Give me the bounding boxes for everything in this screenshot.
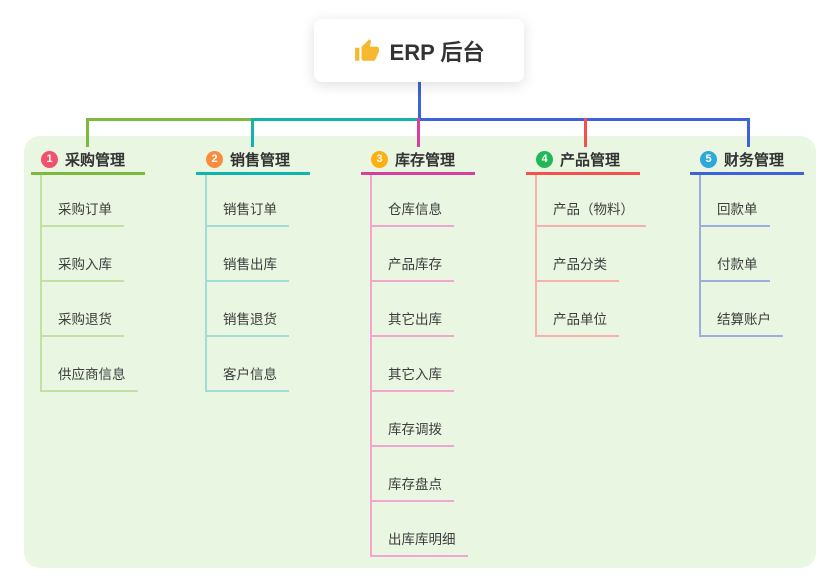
connector-rail-purchase <box>87 118 253 121</box>
branch-header-finance[interactable]: 5 财务管理 <box>690 146 804 175</box>
branch-sales: 2 销售管理 销售订单 销售出库 销售退货 客户信息 <box>196 146 310 392</box>
branch-badge: 5 <box>700 150 717 168</box>
branch-title: 销售管理 <box>230 151 291 169</box>
connector-drop-product <box>584 118 587 147</box>
branch-header-inventory[interactable]: 3 库存管理 <box>361 146 475 175</box>
branch-title: 产品管理 <box>560 151 621 169</box>
child-item[interactable]: 销售出库 <box>207 227 289 282</box>
child-item[interactable]: 其它入库 <box>372 337 454 392</box>
child-item[interactable]: 供应商信息 <box>42 337 138 392</box>
child-item[interactable]: 结算账户 <box>701 282 783 337</box>
connector-drop-inventory <box>417 118 420 147</box>
branch-header-purchase[interactable]: 1 采购管理 <box>31 146 145 175</box>
branch-header-product[interactable]: 4 产品管理 <box>526 146 640 175</box>
branch-inventory: 3 库存管理 仓库信息 产品库存 其它出库 其它入库 库存调拨 库存盘点 出库库… <box>361 146 475 557</box>
branch-title: 库存管理 <box>395 151 456 169</box>
branch-finance: 5 财务管理 回款单 付款单 结算账户 <box>690 146 804 337</box>
branch-badge: 2 <box>206 150 223 168</box>
branch-title: 采购管理 <box>65 151 126 169</box>
branch-children: 采购订单 采购入库 采购退货 供应商信息 <box>40 175 138 392</box>
branch-children: 仓库信息 产品库存 其它出库 其它入库 库存调拨 库存盘点 出库库明细 <box>370 175 468 557</box>
connector-trunk <box>418 82 421 121</box>
child-item[interactable]: 其它出库 <box>372 282 454 337</box>
branch-purchase: 1 采购管理 采购订单 采购入库 采购退货 供应商信息 <box>31 146 145 392</box>
child-item[interactable]: 产品库存 <box>372 227 454 282</box>
branch-badge: 3 <box>371 150 388 168</box>
branch-product: 4 产品管理 产品（物料） 产品分类 产品单位 <box>526 146 646 337</box>
branch-badge: 4 <box>536 150 553 168</box>
child-item[interactable]: 客户信息 <box>207 337 289 392</box>
child-item[interactable]: 销售订单 <box>207 175 289 227</box>
child-item[interactable]: 产品分类 <box>537 227 619 282</box>
branch-title: 财务管理 <box>724 151 785 169</box>
connector-drop-purchase <box>86 118 89 147</box>
child-item[interactable]: 回款单 <box>701 175 770 227</box>
child-item[interactable]: 库存盘点 <box>372 447 454 502</box>
branch-header-sales[interactable]: 2 销售管理 <box>196 146 310 175</box>
branch-badge: 1 <box>41 150 58 168</box>
branches-panel <box>24 136 816 568</box>
branch-children: 回款单 付款单 结算账户 <box>699 175 783 337</box>
connector-rail-sales <box>252 118 419 121</box>
root-node[interactable]: ERP 后台 <box>314 19 524 82</box>
child-item[interactable]: 采购订单 <box>42 175 124 227</box>
branch-children: 销售订单 销售出库 销售退货 客户信息 <box>205 175 289 392</box>
branch-children: 产品（物料） 产品分类 产品单位 <box>535 175 646 337</box>
child-item[interactable]: 出库库明细 <box>372 502 468 557</box>
child-item[interactable]: 销售退货 <box>207 282 289 337</box>
connector-drop-sales <box>251 118 254 147</box>
child-item[interactable]: 付款单 <box>701 227 770 282</box>
connector-rail-right <box>417 118 750 121</box>
child-item[interactable]: 仓库信息 <box>372 175 454 227</box>
thumbs-up-icon <box>354 38 379 61</box>
child-item[interactable]: 产品单位 <box>537 282 619 337</box>
child-item[interactable]: 采购入库 <box>42 227 124 282</box>
child-item[interactable]: 库存调拨 <box>372 392 454 447</box>
connector-drop-finance <box>747 118 750 147</box>
root-title: ERP 后台 <box>389 39 485 65</box>
child-item[interactable]: 采购退货 <box>42 282 124 337</box>
child-item[interactable]: 产品（物料） <box>537 175 646 227</box>
